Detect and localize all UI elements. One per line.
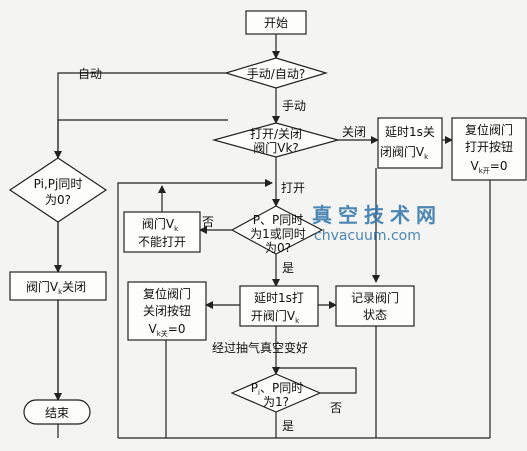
auto-label: 自动: [78, 67, 102, 81]
cannot-open-node: [123, 211, 201, 253]
connectors: [54, 34, 491, 439]
cannot-open-sub: k: [174, 225, 179, 233]
pipj-label-line2: 为0?: [45, 193, 71, 207]
start-node: [245, 10, 307, 35]
p-decision-line1: P、P同时: [253, 213, 303, 227]
reset-open-label-line1: 复位阀门: [465, 122, 513, 137]
reset-open-eq: =0: [490, 159, 508, 173]
close-label: 关闭: [342, 125, 366, 139]
delay-open-line1: 延时1s打: [254, 291, 304, 305]
p-both-one-line1: Pi、P同时: [251, 381, 303, 397]
yes-label-1: 是: [282, 261, 294, 275]
open-close-label-line2: 阀门Vk?: [253, 140, 299, 155]
vacuum-label: 经过抽气真空变好: [212, 340, 308, 355]
end-label: 结束: [45, 406, 69, 420]
delay-close-label-line2: 闭阀门Vk: [380, 144, 429, 161]
open-close-label-line1: 打开/关闭: [250, 127, 302, 141]
reset-close-eq: =0: [168, 322, 186, 336]
watermark-url: chvacuum.com: [314, 228, 421, 244]
no-label-2: 否: [330, 401, 342, 415]
delay-open-sub: k: [295, 317, 300, 325]
pipj-zero-decision-node: [8, 157, 108, 223]
p-decision-node: [230, 205, 324, 255]
open-close-decision-node: [211, 122, 341, 158]
delay-close-label-main: 闭阀门V: [380, 144, 425, 159]
cannot-open-line1: 阀门Vk: [142, 216, 179, 233]
edge-loop-back: [117, 179, 273, 438]
watermark-title: 真空技术网: [312, 203, 442, 227]
p-both-one-line2: 为1?: [263, 395, 289, 409]
cannot-open-line2: 不能打开: [138, 235, 186, 249]
manual-label: 手动: [282, 99, 306, 113]
delay-open-main: 开阀门V: [251, 308, 296, 323]
mode-decision-node: [223, 57, 329, 89]
reset-close-line3: Vk关=0: [149, 322, 186, 338]
reset-open-button-node: [451, 117, 527, 181]
p-both-one-sub: i: [258, 389, 260, 397]
record-state-line2: 状态: [363, 308, 387, 322]
delay-open-line2: 开阀门Vk: [251, 308, 300, 325]
start-label: 开始: [264, 16, 288, 30]
record-state-node: [335, 285, 415, 327]
delay-open-node: [239, 285, 319, 327]
no-label-1: 否: [202, 215, 214, 229]
end-node: [23, 399, 91, 425]
reset-open-v: V: [471, 159, 480, 173]
edge-no-2: [278, 367, 357, 394]
p-decision-line3: 为0?: [265, 241, 291, 255]
reset-open-label-line3: Vk开=0: [471, 159, 508, 175]
edge-auto: [54, 72, 228, 159]
yes-label-2: 是: [282, 419, 294, 433]
p-both-one-p: P: [251, 381, 258, 395]
p-decision-line2: 为1或同时: [250, 227, 306, 241]
close-valve-main: 阀门V: [26, 279, 59, 294]
p-both-one-rest: 、P同时: [260, 381, 303, 395]
reset-open-sub: k开: [479, 167, 490, 175]
reset-close-line1: 复位阀门: [143, 286, 191, 301]
close-valve-node: [9, 271, 107, 301]
reset-close-v: V: [149, 322, 158, 336]
cannot-open-main: 阀门V: [142, 216, 175, 231]
delay-close-node: [377, 117, 443, 169]
reset-close-sub: k关: [157, 329, 168, 338]
close-valve-sub: k: [58, 288, 63, 296]
reset-close-button-node: [127, 281, 207, 341]
close-valve-tail: 关闭: [62, 280, 86, 294]
mode-decision-label: 手动/自动?: [247, 67, 305, 81]
record-state-line1: 记录阀门: [351, 290, 399, 305]
close-valve-label: 阀门Vk关闭: [26, 279, 86, 296]
delay-close-label-sub: k: [424, 153, 429, 161]
reset-close-line2: 关闭按钮: [143, 303, 191, 318]
reset-open-label-line2: 打开按钮: [465, 139, 513, 154]
delay-close-label-line1: 延时1s关: [385, 125, 435, 139]
open-label: 打开: [281, 181, 305, 195]
pipj-label-line1: Pi,Pj同时: [34, 177, 83, 191]
p-both-one-decision-node: [230, 373, 322, 413]
